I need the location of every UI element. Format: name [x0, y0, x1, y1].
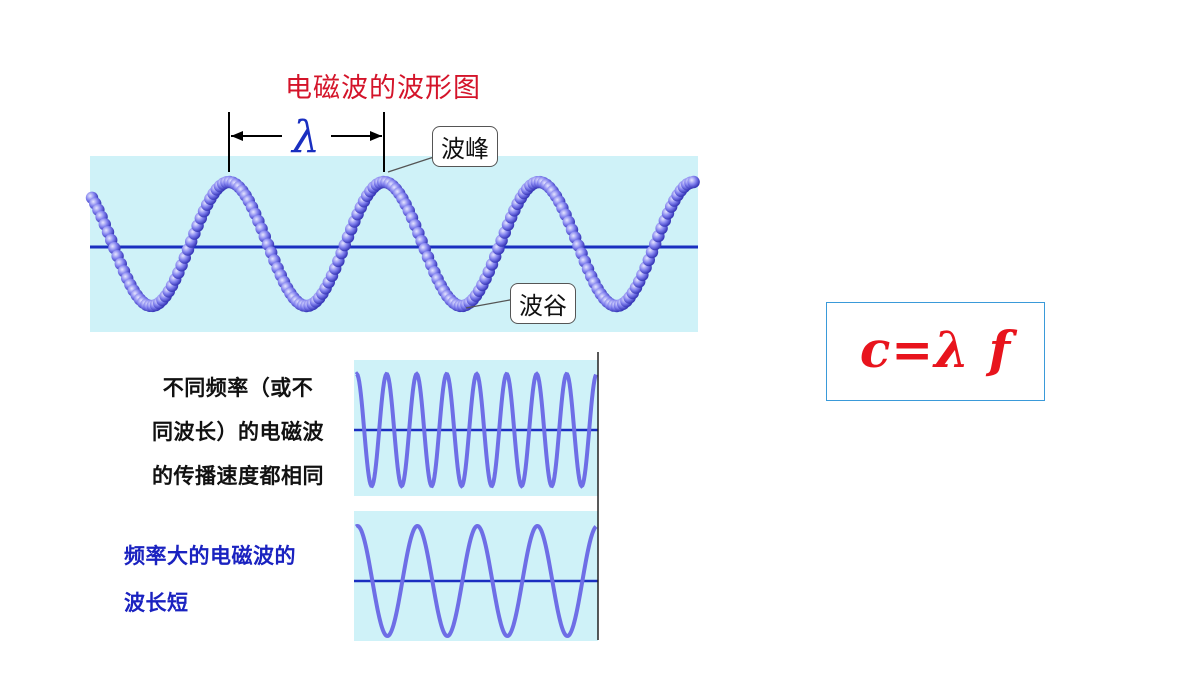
diagram-title: 电磁波的波形图 — [285, 73, 481, 104]
trough-label: 波谷 — [510, 283, 576, 324]
trough-pointer — [465, 298, 516, 309]
crest-label: 波峰 — [432, 126, 498, 167]
formula-box: c=λ f — [826, 302, 1045, 401]
high-frequency-text: 频率大的电磁波的 波长短 — [124, 544, 296, 615]
high-frequency-wave — [354, 371, 598, 489]
same-speed-text: 不同频率（或不 同波长）的电磁波 的传播速度都相同 — [152, 376, 324, 488]
main-wave — [85, 175, 700, 313]
crest-pointer — [387, 154, 441, 173]
wave-speed-formula: c=λ f — [859, 320, 1012, 379]
wavelength-marker: λ — [228, 112, 385, 172]
wave-bead — [687, 175, 700, 189]
lambda-symbol: λ — [290, 112, 320, 163]
low-frequency-wave — [354, 523, 598, 639]
